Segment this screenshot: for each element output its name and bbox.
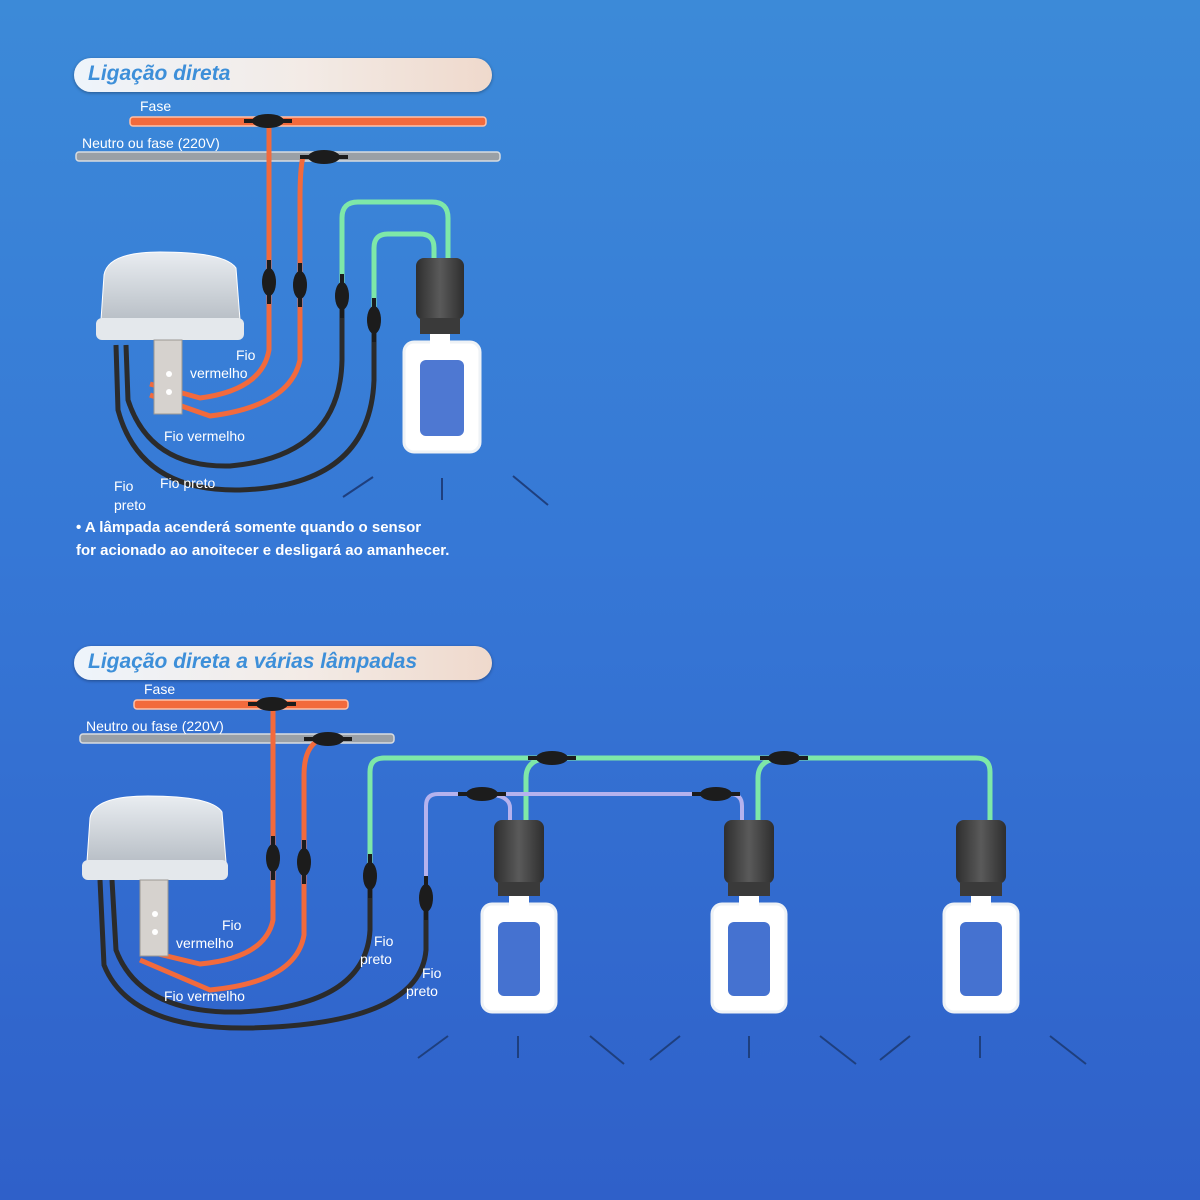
section2-photocell-sensor bbox=[82, 795, 228, 957]
section2-lavender-splice-1 bbox=[458, 787, 506, 801]
section1-title: Ligação direta bbox=[88, 62, 231, 85]
section2-fase-label: Fase bbox=[144, 681, 175, 697]
section2-neutro-label: Neutro ou fase (220V) bbox=[86, 718, 224, 734]
section1-note-line1: • A lâmpada acenderá somente quando o se… bbox=[76, 519, 422, 536]
section2-fio-vermelho-label-a2: vermelho bbox=[176, 935, 234, 951]
section1-fase-line bbox=[129, 116, 487, 127]
section2-title: Ligação direta a várias lâmpadas bbox=[88, 650, 418, 673]
section1-neutro-line bbox=[75, 151, 501, 162]
section1-connector-2 bbox=[293, 263, 307, 307]
section2-diagram: Fase Neutro ou fase (220V) Fio vermelho … bbox=[79, 681, 1087, 1065]
section2-light-rays bbox=[417, 1035, 1087, 1065]
section1-fio-vermelho-label-b: Fio vermelho bbox=[164, 428, 245, 444]
section1-connector-1 bbox=[262, 260, 276, 304]
section2-fase-line bbox=[133, 699, 349, 710]
section2-lavender-splice-2 bbox=[692, 787, 740, 801]
section1-light-rays bbox=[342, 475, 549, 506]
section1-neutro-label: Neutro ou fase (220V) bbox=[82, 135, 220, 151]
section1-photocell-sensor bbox=[96, 251, 244, 415]
section1-connector-3 bbox=[335, 274, 349, 318]
section2-fio-preto-label-a1: Fio bbox=[374, 933, 394, 949]
section2-connector-4 bbox=[419, 876, 433, 920]
section2-fio-preto-label-b2: preto bbox=[406, 983, 438, 999]
section1-fio-preto-label-b2: preto bbox=[114, 497, 146, 513]
section1-note-line2: for acionado ao anoitecer e desligará ao… bbox=[76, 542, 450, 559]
section1-fase-label: Fase bbox=[140, 98, 171, 114]
section2-lamp-2 bbox=[710, 820, 788, 1014]
section2-lavender-wires bbox=[424, 792, 744, 880]
section1-fio-preto-label-a: Fio preto bbox=[160, 475, 215, 491]
section1-diagram: Fase Neutro ou fase (220V) Fio vermelho … bbox=[75, 98, 549, 513]
section2-fio-preto-label-a2: preto bbox=[360, 951, 392, 967]
section2-lamp-3 bbox=[942, 820, 1020, 1014]
section2-green-wires bbox=[367, 755, 993, 870]
section2-fio-vermelho-label-b: Fio vermelho bbox=[164, 988, 245, 1004]
section2-connector-1 bbox=[266, 836, 280, 880]
section2-lamp-1 bbox=[480, 820, 558, 1014]
section2-connector-2 bbox=[297, 840, 311, 884]
section1-note: • A lâmpada acenderá somente quando o se… bbox=[76, 516, 536, 562]
section2-red-wires bbox=[139, 704, 323, 993]
section1-black-wires bbox=[113, 296, 377, 493]
section2-title-banner: Ligação direta a várias lâmpadas bbox=[74, 646, 492, 680]
section2-black-wires bbox=[97, 878, 429, 1031]
section1-fio-vermelho-label-a1: Fio bbox=[236, 347, 256, 363]
section1-fio-vermelho-label-a2: vermelho bbox=[190, 365, 248, 381]
section1-connector-4 bbox=[367, 298, 381, 342]
section1-green-wires bbox=[339, 199, 451, 314]
section1-red-wires bbox=[149, 121, 306, 419]
section2-connector-3 bbox=[363, 854, 377, 898]
section1-title-banner: Ligação direta bbox=[74, 58, 492, 92]
section1-fio-preto-label-b1: Fio bbox=[114, 478, 134, 494]
section2-fio-preto-label-b1: Fio bbox=[422, 965, 442, 981]
section1-lamp bbox=[402, 258, 482, 454]
section2-fio-vermelho-label-a1: Fio bbox=[222, 917, 242, 933]
